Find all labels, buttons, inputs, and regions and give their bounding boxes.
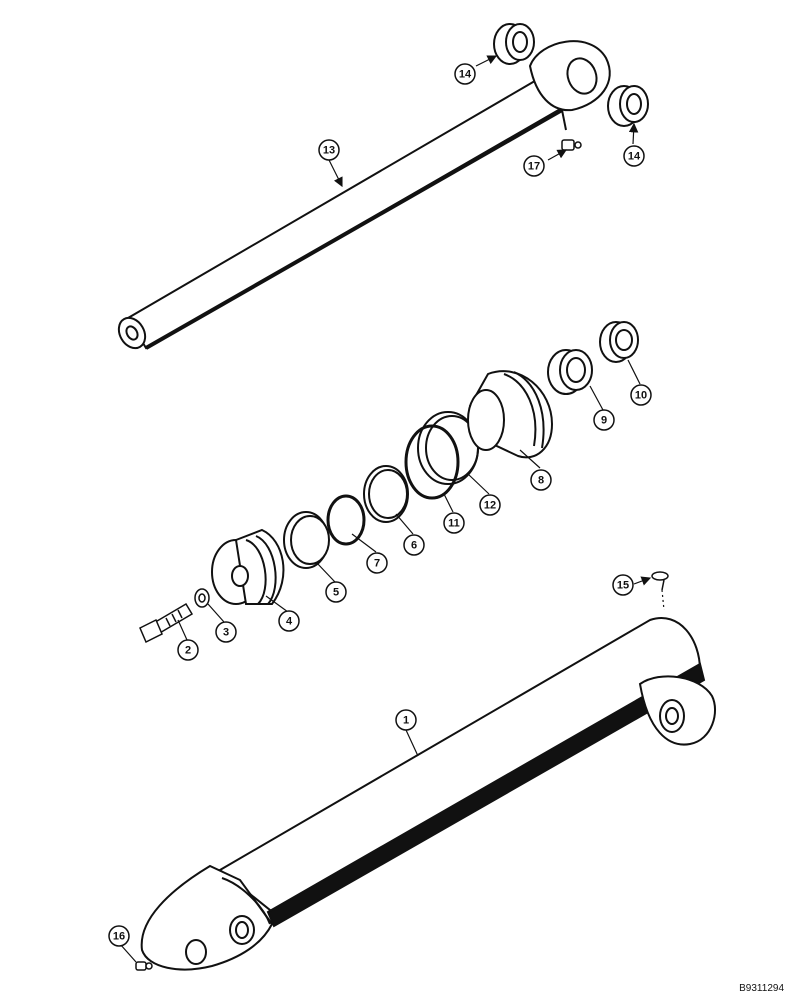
callout-13: 13 — [318, 139, 340, 161]
o-ring-large — [404, 424, 460, 500]
callout-circle — [612, 574, 634, 596]
leader-lines — [119, 55, 665, 963]
callout-8: 8 — [530, 469, 552, 491]
callout-circle — [318, 139, 340, 161]
callout-label: 3 — [223, 627, 229, 639]
callout-label: 14 — [459, 69, 472, 81]
callout-label: 13 — [323, 145, 335, 157]
callout-label: 5 — [333, 587, 339, 599]
callout-11: 11 — [443, 512, 465, 534]
callout-14: 14 — [623, 145, 645, 167]
wear-ring — [283, 511, 330, 569]
callout-label: 2 — [185, 645, 191, 657]
piston-rod — [117, 40, 611, 350]
callout-label: 14 — [628, 151, 641, 163]
callout-label: 4 — [286, 616, 293, 628]
piston — [211, 528, 285, 605]
o-ring-small — [326, 494, 366, 546]
callout-circle — [630, 384, 652, 406]
callout-circle — [177, 639, 199, 661]
reference-code: B9311294 — [739, 983, 784, 994]
callout-label: 9 — [601, 415, 607, 427]
callout-circle — [523, 155, 545, 177]
callout-circle — [395, 709, 417, 731]
callout-label: 1 — [403, 715, 409, 727]
bolt — [139, 602, 194, 644]
callout-2: 2 — [177, 639, 199, 661]
callout-circle — [325, 581, 347, 603]
wiper-seal — [599, 321, 639, 363]
callout-circle — [623, 145, 645, 167]
callout-4: 4 — [278, 610, 300, 632]
set-screw — [651, 571, 669, 591]
callout-10: 10 — [630, 384, 652, 406]
bushing-top — [493, 23, 535, 65]
callout-label: 16 — [113, 931, 125, 943]
callout-label: 6 — [411, 540, 417, 552]
callout-circle — [366, 552, 388, 574]
bushing-right — [607, 85, 649, 127]
callout-circle — [278, 610, 300, 632]
callout-1: 1 — [395, 709, 417, 731]
callout-label: 7 — [374, 558, 380, 570]
callout-7: 7 — [366, 552, 388, 574]
callout-12: 12 — [479, 494, 501, 516]
callout-17: 17 — [523, 155, 545, 177]
cylinder-barrel — [140, 617, 716, 971]
callout-circle — [530, 469, 552, 491]
gland — [467, 370, 554, 459]
callout-label: 12 — [484, 500, 496, 512]
callout-label: 17 — [528, 161, 540, 173]
callout-circle — [108, 925, 130, 947]
grease-fitting-base — [135, 961, 153, 971]
callout-label: 15 — [617, 580, 629, 592]
callout-circle — [443, 512, 465, 534]
callout-3: 3 — [215, 621, 237, 643]
callout-circle — [479, 494, 501, 516]
callout-15: 15 — [612, 574, 634, 596]
callout-6: 6 — [403, 534, 425, 556]
washer — [194, 588, 210, 608]
callout-9: 9 — [593, 409, 615, 431]
callout-14: 14 — [454, 63, 476, 85]
callout-label: 11 — [448, 518, 460, 530]
callout-label: 10 — [635, 390, 647, 402]
grease-fitting-rod — [561, 139, 582, 151]
callout-circle — [403, 534, 425, 556]
callout-16: 16 — [108, 925, 130, 947]
callout-label: 8 — [538, 475, 544, 487]
rod-seal — [547, 349, 593, 395]
backup-ring — [363, 465, 409, 523]
callout-5: 5 — [325, 581, 347, 603]
callout-circle — [593, 409, 615, 431]
callout-circle — [454, 63, 476, 85]
callout-circle — [215, 621, 237, 643]
